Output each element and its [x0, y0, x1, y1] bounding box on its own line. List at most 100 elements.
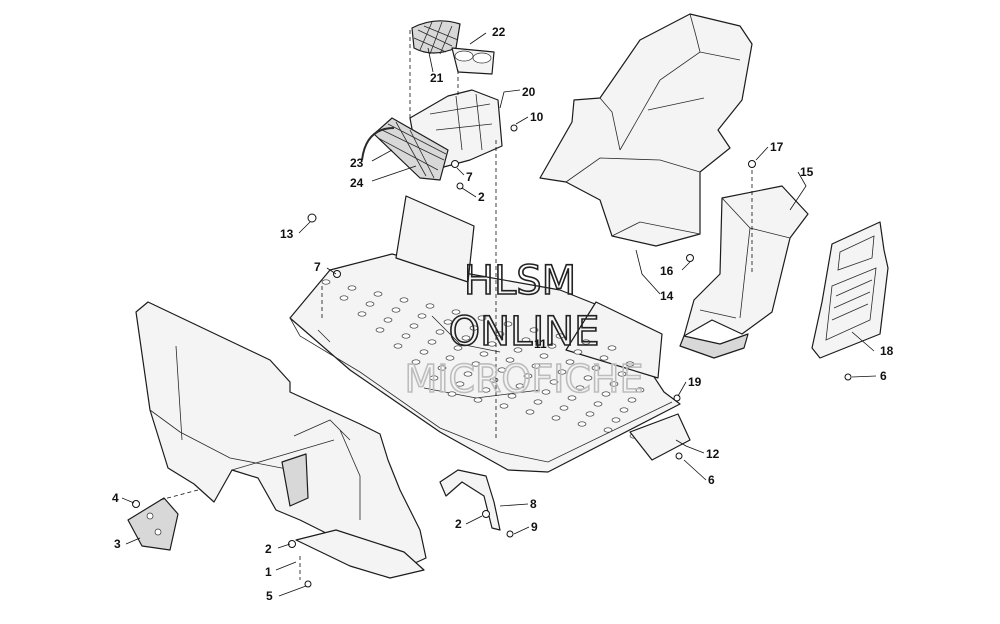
perforation	[611, 417, 621, 423]
perforation	[521, 337, 531, 343]
callout-17: 17	[770, 140, 784, 154]
fastener-5	[304, 580, 312, 588]
perforation	[557, 369, 567, 375]
floor-pan-rear-wall	[565, 301, 663, 379]
fastener-2-left	[288, 540, 296, 548]
perforation	[533, 399, 543, 405]
side-wall-foot	[295, 529, 425, 579]
side-panel	[679, 185, 809, 359]
perforation	[471, 361, 481, 367]
perforation	[383, 317, 393, 323]
fastener-13	[307, 213, 317, 223]
fastener-6-lower	[675, 452, 683, 460]
perforation	[549, 379, 559, 385]
perforation	[347, 285, 357, 291]
perforation	[577, 421, 587, 427]
callout-11: 11	[534, 337, 547, 351]
fastener-2-console	[456, 182, 464, 190]
perforation	[585, 411, 595, 417]
callout-5: 5	[266, 589, 273, 603]
fastener-2-bracket	[482, 510, 490, 518]
perforation	[477, 315, 487, 321]
perforation	[559, 405, 569, 411]
rear-plate	[629, 413, 691, 461]
fastener-7-floor	[333, 270, 341, 278]
perforation	[401, 333, 411, 339]
perforation	[503, 321, 513, 327]
fastener-6-right	[844, 373, 852, 381]
perforation	[473, 397, 483, 403]
watermark-line-3: MICROFICHE	[404, 357, 643, 401]
perforation	[373, 291, 383, 297]
perforation	[409, 323, 419, 329]
fastener-17	[748, 160, 756, 168]
callout-4: 4	[112, 491, 119, 505]
callout-3: 3	[114, 537, 121, 551]
perforation	[463, 371, 473, 377]
fastener-4	[132, 500, 140, 508]
hardware	[132, 124, 852, 588]
assembly-lines	[159, 30, 753, 580]
callout-2-console: 2	[478, 190, 485, 204]
callout-7-floor: 7	[314, 260, 321, 274]
perforation	[425, 303, 435, 309]
side-wall-bracket	[281, 453, 309, 507]
perforation	[625, 361, 635, 367]
callout-6-right: 6	[880, 369, 887, 383]
perforation	[443, 319, 453, 325]
floor-pan	[289, 195, 681, 473]
side-screen	[811, 221, 889, 359]
watermark-line-2: ONLINE	[449, 309, 600, 355]
perforation	[393, 343, 403, 349]
perforation	[619, 407, 629, 413]
perforation	[375, 327, 385, 333]
perforation	[551, 415, 561, 421]
perforation	[513, 347, 523, 353]
perforation	[523, 373, 533, 379]
perforation	[591, 365, 601, 371]
callout-21: 21	[430, 71, 444, 85]
callout-8: 8	[530, 497, 537, 511]
perforation	[593, 401, 603, 407]
perforation	[609, 381, 619, 387]
floor-pan-front-wall	[395, 195, 475, 283]
perforation	[417, 313, 427, 319]
perforation	[531, 363, 541, 369]
perforation	[575, 385, 585, 391]
callout-16: 16	[660, 264, 674, 278]
console-assembly	[361, 20, 503, 181]
perforation	[399, 297, 409, 303]
watermark: HLSM ONLINE MICROFICHE	[404, 257, 645, 402]
perforation	[437, 365, 447, 371]
fender-shell	[539, 13, 753, 247]
perforation	[469, 325, 479, 331]
perforation	[547, 343, 557, 349]
perforation	[627, 397, 637, 403]
perforation	[497, 367, 507, 373]
fastener-19	[673, 394, 681, 402]
perforation	[555, 333, 565, 339]
fastener-16	[686, 254, 694, 262]
perforation	[505, 357, 515, 363]
perforation	[495, 331, 505, 337]
perforation	[427, 339, 437, 345]
callout-2-left: 2	[265, 542, 272, 556]
side-panel-tab	[679, 333, 749, 359]
perforation	[635, 387, 645, 393]
callout-24: 24	[350, 176, 364, 190]
callout-15: 15	[800, 165, 814, 179]
fastener-9	[506, 530, 514, 538]
perforation	[525, 409, 535, 415]
callout-2-bracket: 2	[455, 517, 462, 531]
front-bracket	[439, 469, 501, 531]
perforation	[435, 329, 445, 335]
watermark-line-1: HLSM	[464, 258, 576, 304]
floor-pan-perforations	[321, 279, 645, 439]
perforation	[411, 359, 421, 365]
perforation	[321, 279, 331, 285]
perforation	[453, 345, 463, 351]
perforation	[365, 301, 375, 307]
callout-10: 10	[530, 110, 544, 124]
callout-23: 23	[350, 156, 364, 170]
perforation	[339, 295, 349, 301]
